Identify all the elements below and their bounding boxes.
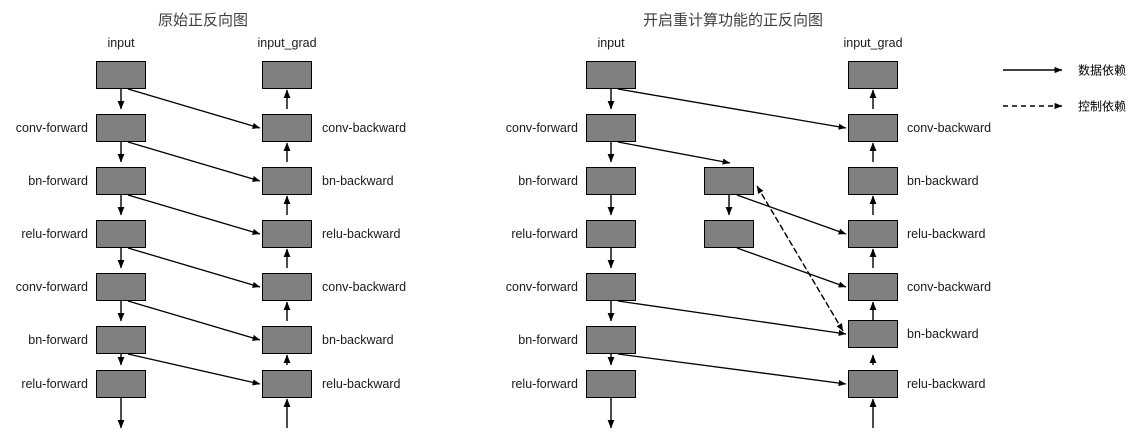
label-r-backward-5: bn-backward [907, 326, 979, 341]
node-recompute-1[interactable] [704, 220, 754, 248]
left-data-dependency-edges [127, 88, 261, 386]
column-head-input-grad: input_grad [257, 36, 317, 50]
label-backward-4: conv-backward [322, 279, 407, 294]
label-r-backward-4: conv-backward [907, 279, 992, 294]
node-r-backward-2[interactable] [848, 167, 898, 195]
column-head-input-recompute: input [597, 36, 625, 50]
label-forward-6: relu-forward [21, 376, 88, 391]
label-r-backward-3: relu-backward [907, 226, 986, 241]
label-forward-3: relu-forward [21, 226, 88, 241]
node-forward-1[interactable] [96, 114, 146, 142]
node-backward-6[interactable] [262, 370, 312, 398]
diagram-title-original: 原始正反向图 [157, 12, 249, 29]
node-r-backward-3[interactable] [848, 220, 898, 248]
control-dependency-edge [756, 185, 844, 332]
node-forward-6[interactable] [96, 370, 146, 398]
legend-label-control-dependency: 控制依赖 [1078, 99, 1127, 114]
node-forward-2[interactable] [96, 167, 146, 195]
node-backward-1[interactable] [262, 114, 312, 142]
label-forward-2: bn-forward [28, 173, 88, 188]
node-r-forward-1[interactable] [586, 114, 636, 142]
node-r-backward-0[interactable] [848, 61, 898, 89]
diagram-title-recompute: 开启重计算功能的正反向图 [642, 12, 824, 29]
label-backward-5: bn-backward [322, 332, 394, 347]
node-backward-2[interactable] [262, 167, 312, 195]
node-backward-3[interactable] [262, 220, 312, 248]
node-r-forward-2[interactable] [586, 167, 636, 195]
label-r-backward-2: bn-backward [907, 173, 979, 188]
node-r-forward-5[interactable] [586, 326, 636, 354]
label-r-forward-6: relu-forward [511, 376, 578, 391]
node-forward-5[interactable] [96, 326, 146, 354]
label-forward-5: bn-forward [28, 332, 88, 347]
node-r-forward-0[interactable] [586, 61, 636, 89]
node-backward-0[interactable] [262, 61, 312, 89]
label-r-forward-2: bn-forward [518, 173, 578, 188]
label-r-forward-1: conv-forward [505, 120, 578, 135]
node-backward-5[interactable] [262, 326, 312, 354]
node-r-backward-1[interactable] [848, 114, 898, 142]
label-r-forward-3: relu-forward [511, 226, 578, 241]
node-recompute-0[interactable] [704, 167, 754, 195]
column-head-input: input [107, 36, 135, 50]
label-backward-3: relu-backward [322, 226, 401, 241]
label-backward-2: bn-backward [322, 173, 394, 188]
label-forward-4: conv-forward [15, 279, 88, 294]
node-r-backward-4[interactable] [848, 273, 898, 301]
label-r-backward-1: conv-backward [907, 120, 992, 135]
label-forward-1: conv-forward [15, 120, 88, 135]
label-backward-1: conv-backward [322, 120, 407, 135]
node-forward-4[interactable] [96, 273, 146, 301]
label-r-backward-6: relu-backward [907, 376, 986, 391]
column-head-input-grad-recompute: input_grad [843, 36, 903, 50]
node-r-backward-6[interactable] [848, 370, 898, 398]
node-backward-4[interactable] [262, 273, 312, 301]
node-forward-3[interactable] [96, 220, 146, 248]
label-backward-6: relu-backward [322, 376, 401, 391]
node-r-backward-5[interactable] [848, 320, 898, 348]
node-r-forward-4[interactable] [586, 273, 636, 301]
node-r-forward-3[interactable] [586, 220, 636, 248]
label-r-forward-4: conv-forward [505, 279, 578, 294]
legend-label-data-dependency: 数据依赖 [1078, 63, 1127, 78]
node-forward-0[interactable] [96, 61, 146, 89]
label-r-forward-5: bn-forward [518, 332, 578, 347]
node-r-forward-6[interactable] [586, 370, 636, 398]
